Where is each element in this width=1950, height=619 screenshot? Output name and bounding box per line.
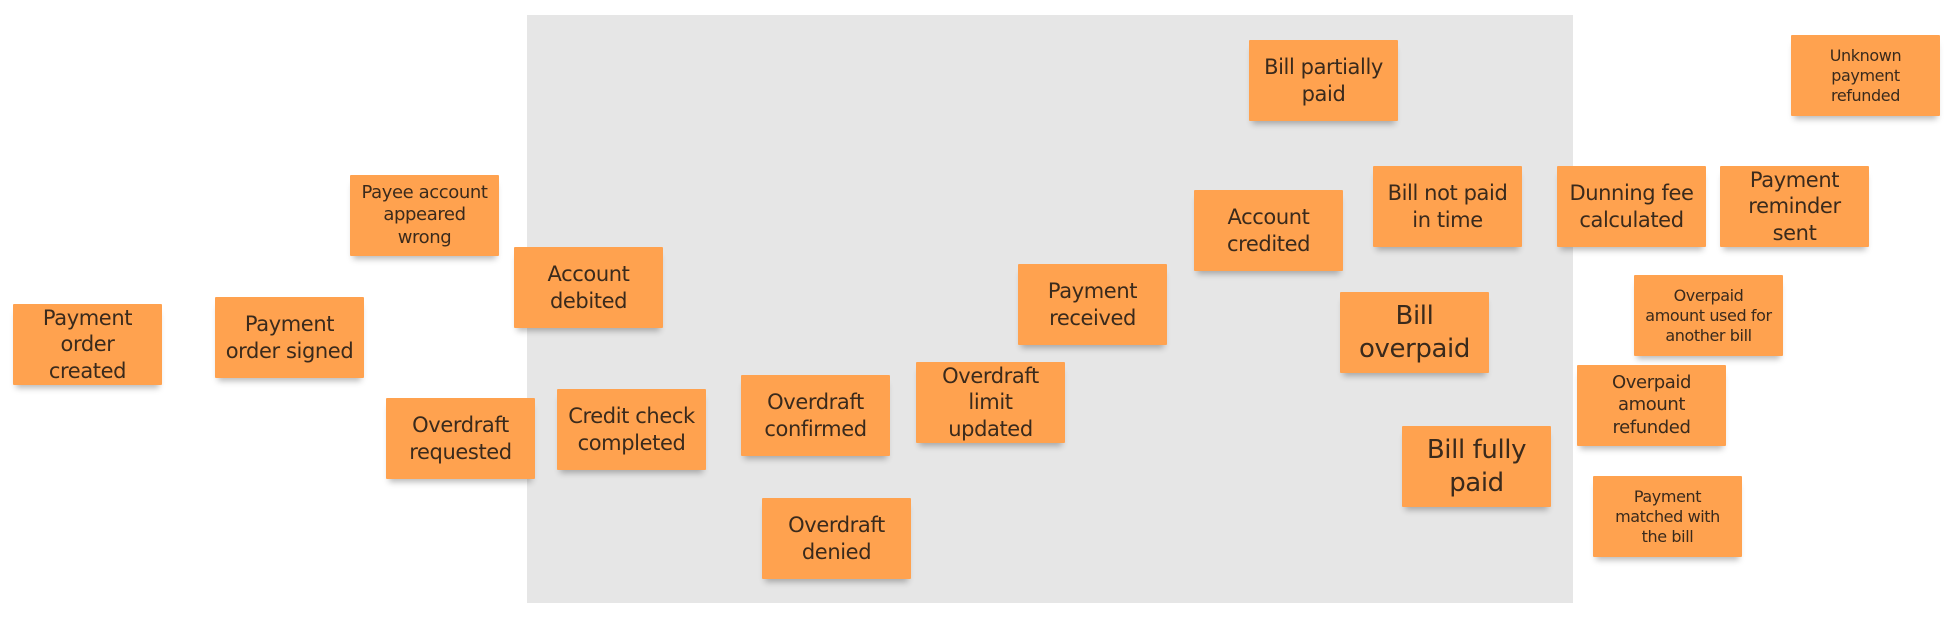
sticky-note-overdraft-confirmed[interactable]: Overdraft confirmed [741,375,890,456]
sticky-note-bill-fully-paid[interactable]: Bill fully paid [1402,426,1551,507]
sticky-note-overdraft-denied[interactable]: Overdraft denied [762,498,911,579]
sticky-note-payment-order-signed[interactable]: Payment order signed [215,297,364,378]
sticky-note-payment-matched-with-the-bill[interactable]: Payment matched with the bill [1593,476,1742,557]
sticky-note-account-credited[interactable]: Account credited [1194,190,1343,271]
sticky-note-overpaid-amount-refunded[interactable]: Overpaid amount refunded [1577,365,1726,446]
sticky-note-payee-account-appeared-wrong[interactable]: Payee account appeared wrong [350,175,499,256]
sticky-note-unknown-payment-refunded[interactable]: Unknown payment refunded [1791,35,1940,116]
sticky-note-overdraft-limit-updated[interactable]: Overdraft limit updated [916,362,1065,443]
sticky-note-account-debited[interactable]: Account debited [514,247,663,328]
sticky-note-credit-check-completed[interactable]: Credit check completed [557,389,706,470]
sticky-note-dunning-fee-calculated[interactable]: Dunning fee calculated [1557,166,1706,247]
sticky-note-bill-partially-paid[interactable]: Bill partially paid [1249,40,1398,121]
sticky-note-bill-not-paid-in-time[interactable]: Bill not paid in time [1373,166,1522,247]
sticky-note-payment-order-created[interactable]: Payment order created [13,304,162,385]
sticky-note-bill-overpaid[interactable]: Bill overpaid [1340,292,1489,373]
sticky-note-payment-received[interactable]: Payment received [1018,264,1167,345]
sticky-note-payment-reminder-sent[interactable]: Payment reminder sent [1720,166,1869,247]
sticky-note-overdraft-requested[interactable]: Overdraft requested [386,398,535,479]
sticky-note-overpaid-amount-used-for-another-bill[interactable]: Overpaid amount used for another bill [1634,275,1783,356]
